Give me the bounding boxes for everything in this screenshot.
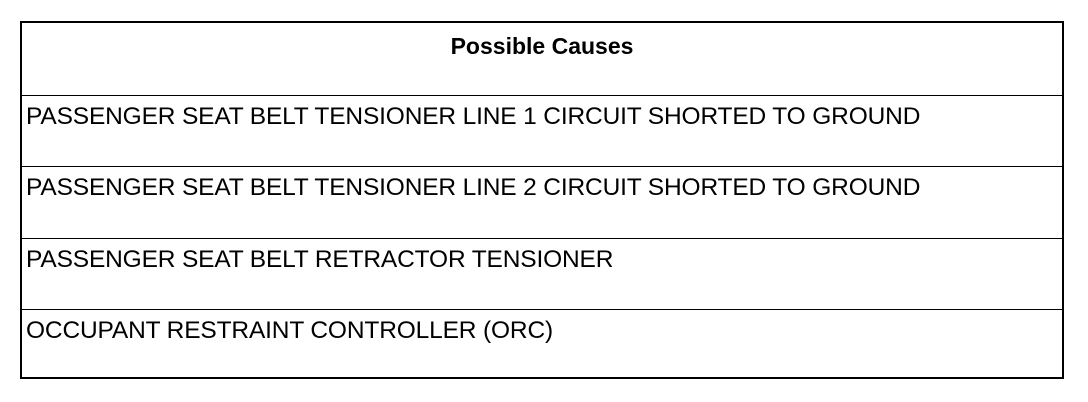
table-row: PASSENGER SEAT BELT TENSIONER LINE 1 CIR…: [22, 94, 1062, 167]
possible-causes-table: Possible Causes PASSENGER SEAT BELT TENS…: [20, 21, 1064, 379]
table-header: Possible Causes: [450, 33, 634, 59]
table-row: PASSENGER SEAT BELT RETRACTOR TENSIONER: [22, 237, 1062, 310]
table-row: PASSENGER SEAT BELT TENSIONER LINE 2 CIR…: [22, 166, 1062, 238]
table-row: OCCUPANT RESTRAINT CONTROLLER (ORC): [22, 309, 1062, 381]
